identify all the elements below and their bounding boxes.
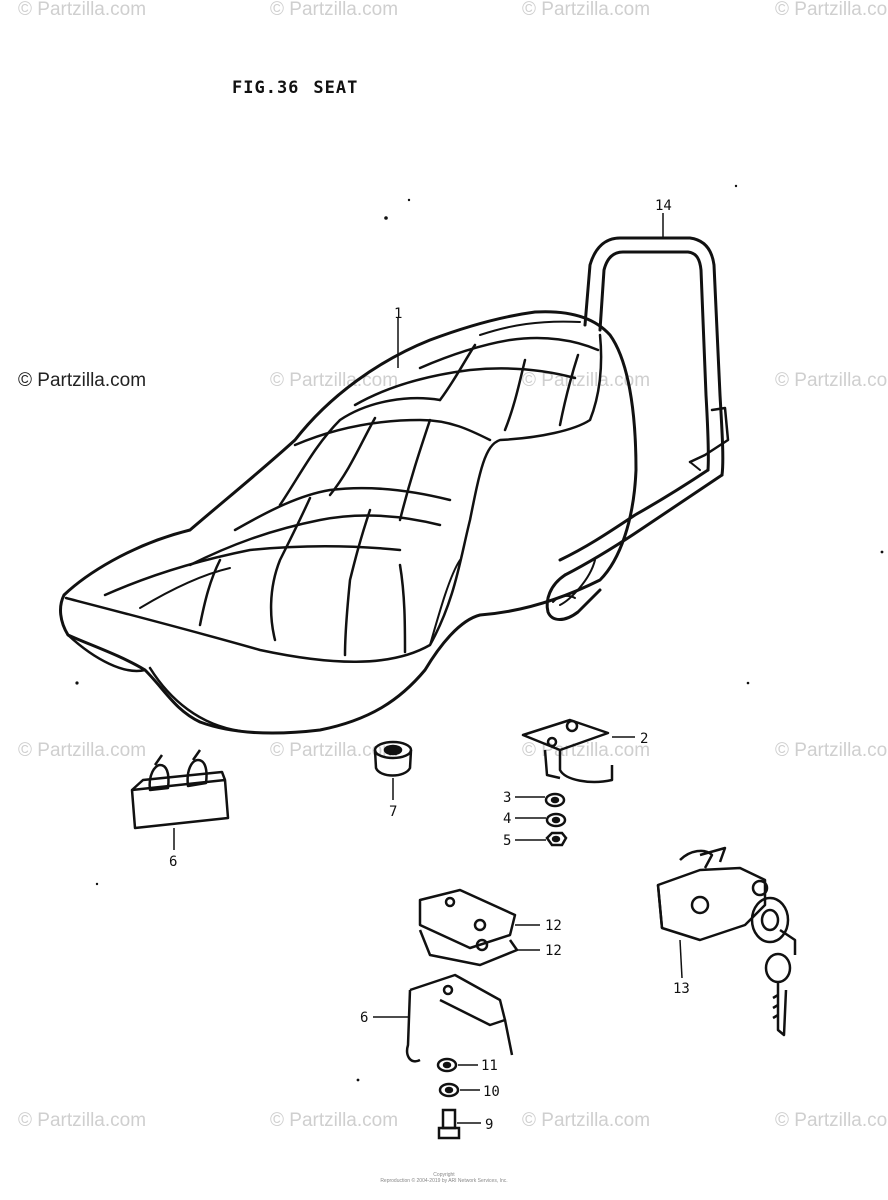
- grab-rail-drawing: [545, 236, 730, 621]
- callout-5: 5: [503, 833, 511, 849]
- watermark: © Partzilla.com: [775, 1110, 888, 1131]
- bracket-drawing: [521, 718, 614, 784]
- callout-1: 1: [394, 306, 402, 322]
- plates-drawing: [418, 888, 519, 967]
- watermark: © Partzilla.com: [270, 370, 398, 391]
- watermark: © Partzilla.com: [18, 370, 146, 391]
- callout-10: 10: [483, 1084, 500, 1100]
- watermark: © Partzilla.com: [18, 1110, 146, 1131]
- leader-lines: [173, 213, 683, 1124]
- footer-reproduction: Reproduction © 2004-2019 by ARI Network …: [380, 1178, 508, 1184]
- callout-3: 3: [503, 790, 511, 806]
- cushion-block-drawing: [130, 749, 230, 830]
- watermark: © Partzilla.com: [18, 0, 146, 20]
- watermarks: © Partzilla.com © Partzilla.com © Partzi…: [18, 0, 888, 1131]
- washers-drawing: [544, 792, 568, 847]
- figure-name: SEAT: [313, 78, 359, 98]
- watermark: © Partzilla.com: [775, 0, 888, 20]
- callout-2: 2: [640, 731, 648, 747]
- seat-lock-drawing: [656, 846, 797, 1037]
- callout-6: 6: [360, 1010, 368, 1026]
- watermark: © Partzilla.com: [270, 0, 398, 20]
- callout-9: 9: [485, 1117, 493, 1133]
- callout-13: 13: [673, 981, 690, 997]
- watermark: © Partzilla.com: [522, 370, 650, 391]
- bolt-washers-drawing: [436, 1057, 461, 1140]
- callout-11: 11: [481, 1058, 498, 1074]
- callout-14: 14: [655, 198, 672, 214]
- footer-copyright: Copyright: [433, 1172, 455, 1178]
- callout-7: 7: [389, 804, 397, 820]
- callout-6: 6: [169, 854, 177, 870]
- watermark: © Partzilla.com: [522, 0, 650, 20]
- watermark: © Partzilla.com: [270, 1110, 398, 1131]
- scan-specks: [75, 184, 884, 1082]
- watermark: © Partzilla.com: [18, 740, 146, 761]
- watermark: © Partzilla.com: [522, 1110, 650, 1131]
- callout-12: 12: [545, 918, 562, 934]
- callout-12: 12: [545, 943, 562, 959]
- watermark: © Partzilla.com: [775, 740, 888, 761]
- lower-bracket-drawing: [405, 973, 514, 1063]
- callout-4: 4: [503, 811, 511, 827]
- watermark: © Partzilla.com: [270, 740, 398, 761]
- figure-title: FIG.36 SEAT: [232, 78, 358, 98]
- seat-drawing: [59, 310, 638, 735]
- callouts: 1 2 3 4 5 6 6 7 9 10 11 12 12 13 14: [169, 198, 690, 1133]
- figure-number: FIG.36: [232, 78, 300, 98]
- watermark: © Partzilla.com: [775, 370, 888, 391]
- bushing-drawing: [373, 740, 413, 777]
